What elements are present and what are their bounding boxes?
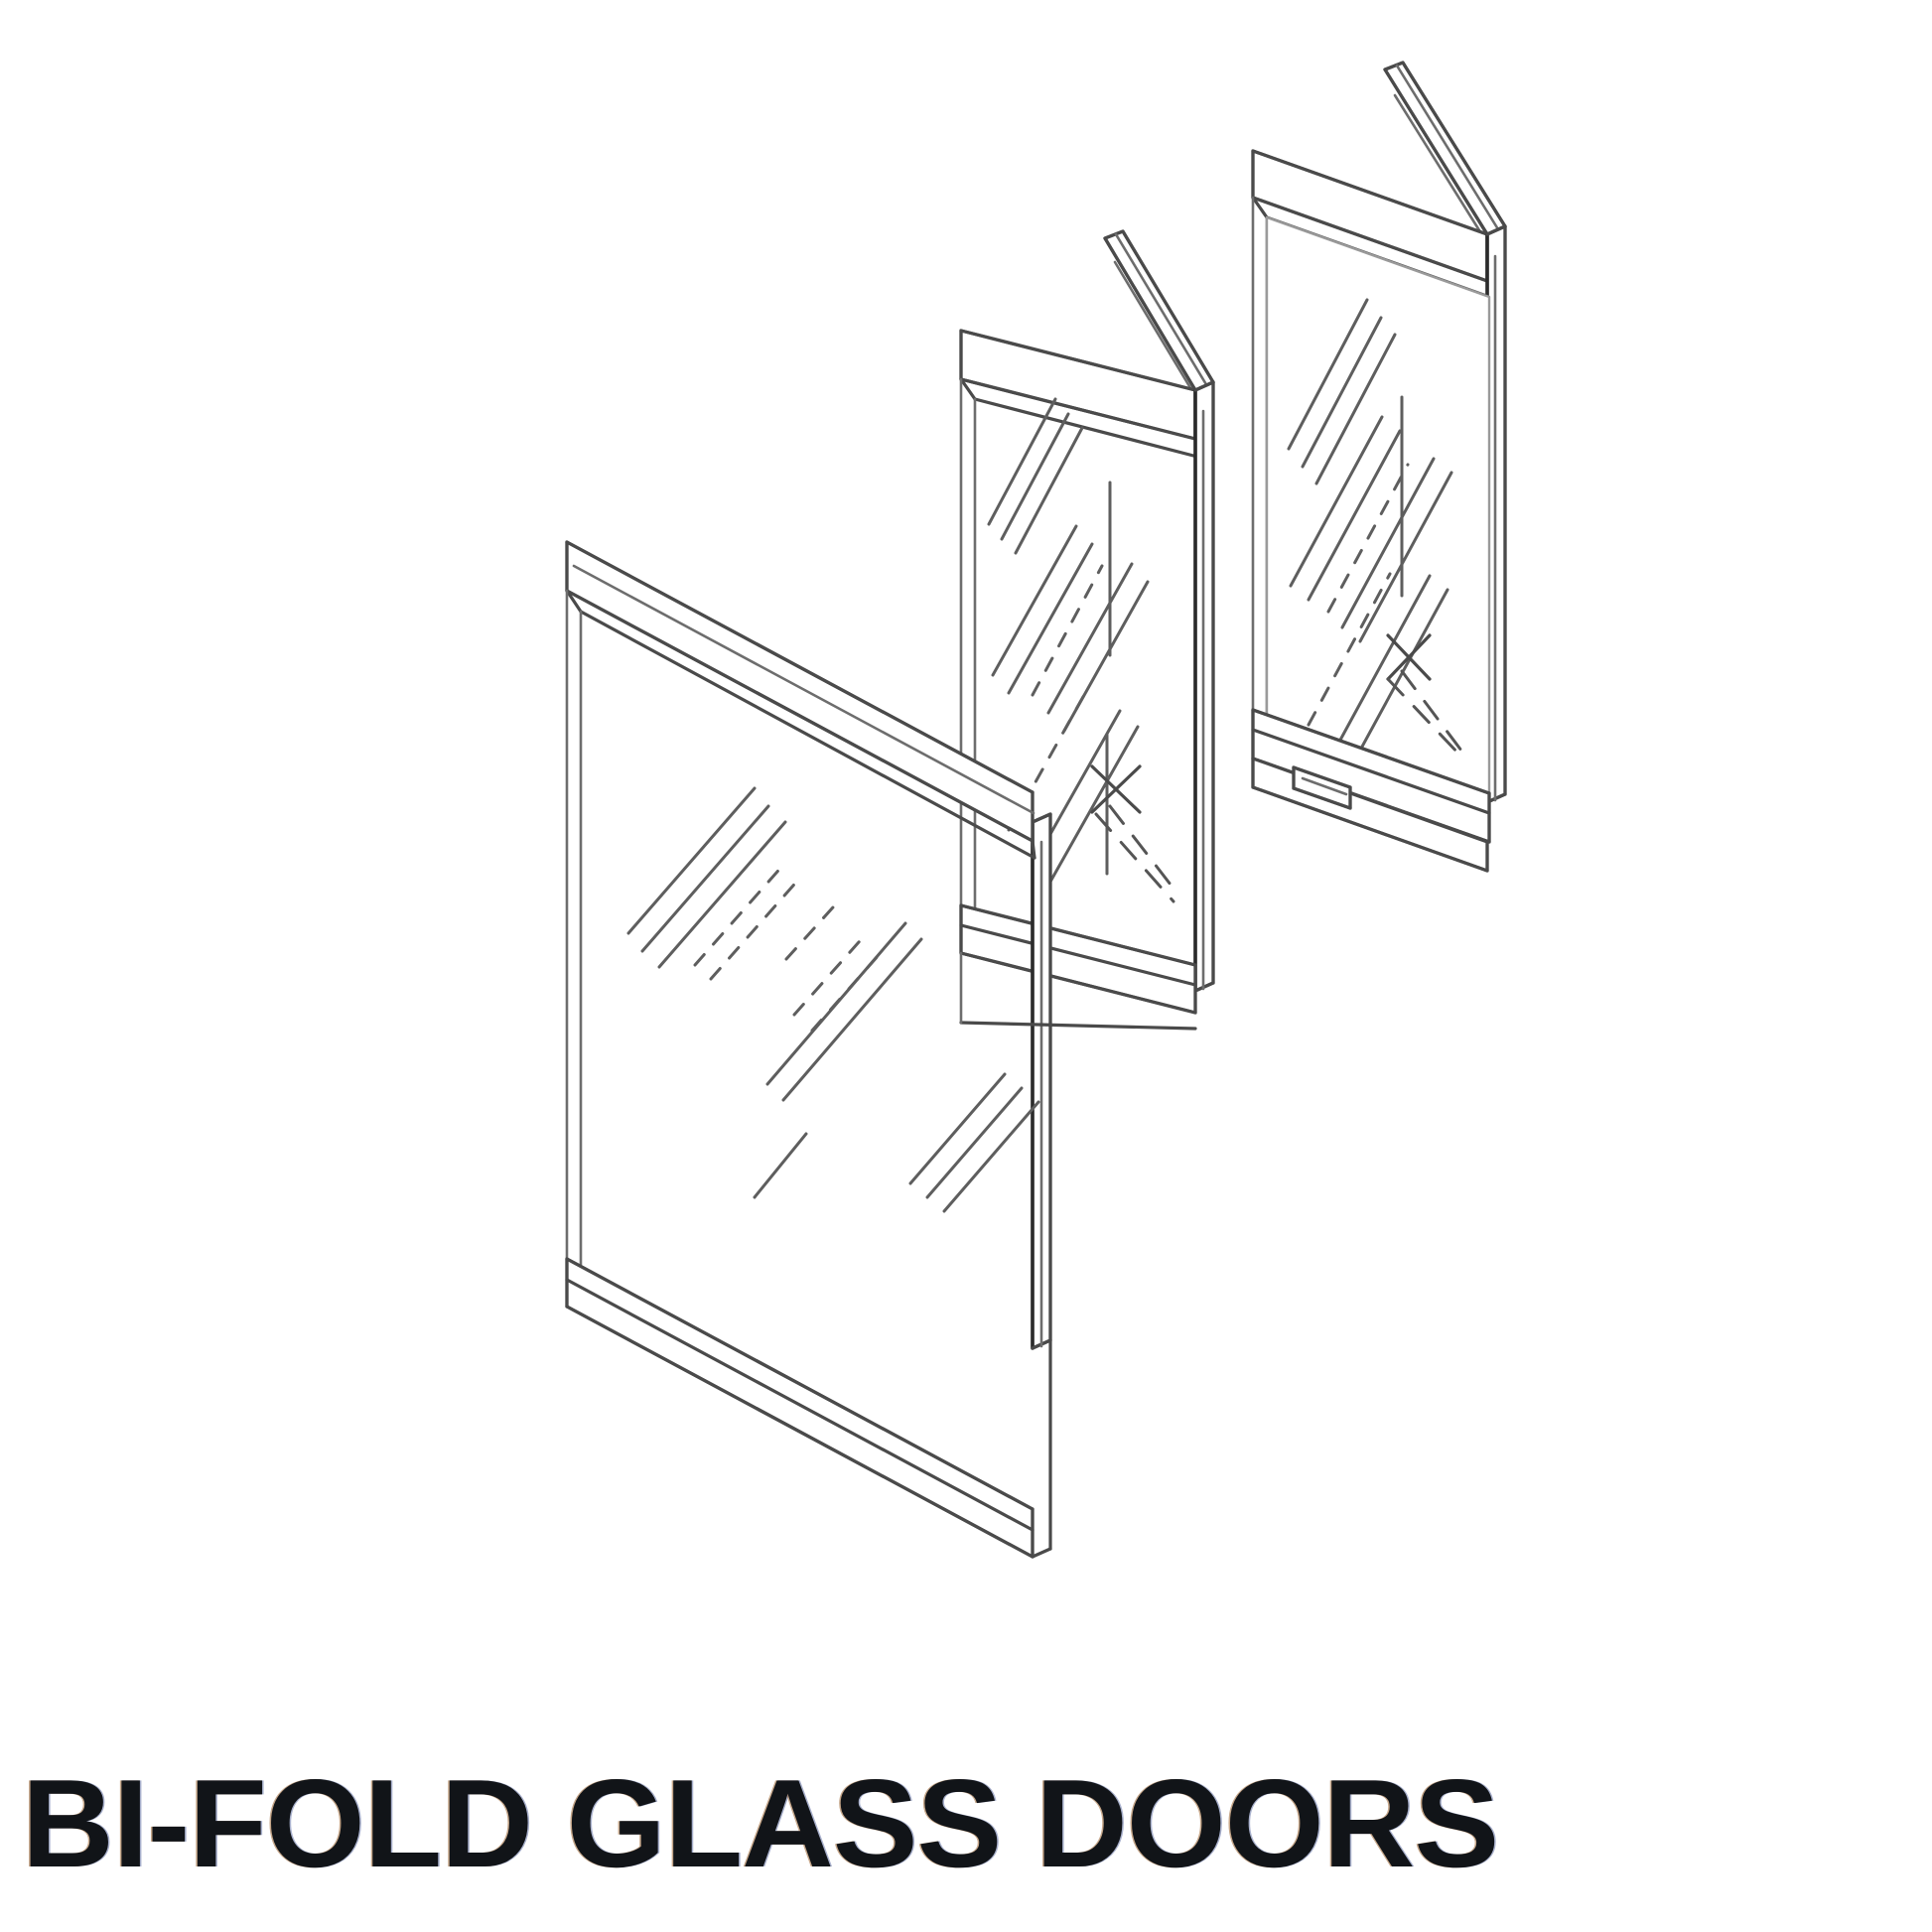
- rear-panel-glass-reflections: [1287, 298, 1453, 770]
- title-block: BI-FOLD GLASS DOORS: [0, 1749, 1932, 1898]
- rear-panel-left-stile: [1251, 196, 1269, 732]
- front-panel-top-rail: [565, 540, 1036, 860]
- rear-panel-hidden-hardware-lines: [1386, 633, 1463, 757]
- middle-panel-glass-reflections: [987, 397, 1150, 884]
- middle-panel-left-stile: [959, 377, 977, 927]
- middle-panel-bottom-rail: [959, 903, 1197, 1015]
- front-panel: [565, 540, 1052, 1559]
- front-panel-left-stile: [565, 589, 583, 1282]
- middle-panel-right-edge-post: [1193, 380, 1215, 993]
- middle-panel-lower-extension: [959, 951, 1197, 1031]
- middle-panel-hidden-hardware-lines: [1090, 764, 1179, 903]
- rear-panel: [1251, 61, 1507, 873]
- middle-panel: [959, 229, 1215, 1015]
- rear-panel-latch-block[interactable]: [1292, 765, 1352, 810]
- middle-panel-top-rail: [959, 329, 1199, 459]
- front-panel-bottom-skirt: [1031, 1338, 1052, 1559]
- front-panel-glass-reflections: [626, 786, 1040, 1213]
- front-panel-right-edge-post: [1031, 812, 1052, 1350]
- rear-panel-glass-pane: [1265, 215, 1491, 802]
- page-title: BI-FOLD GLASS DOORS: [22, 1753, 1499, 1893]
- front-panel-bottom-rail: [565, 1257, 1035, 1559]
